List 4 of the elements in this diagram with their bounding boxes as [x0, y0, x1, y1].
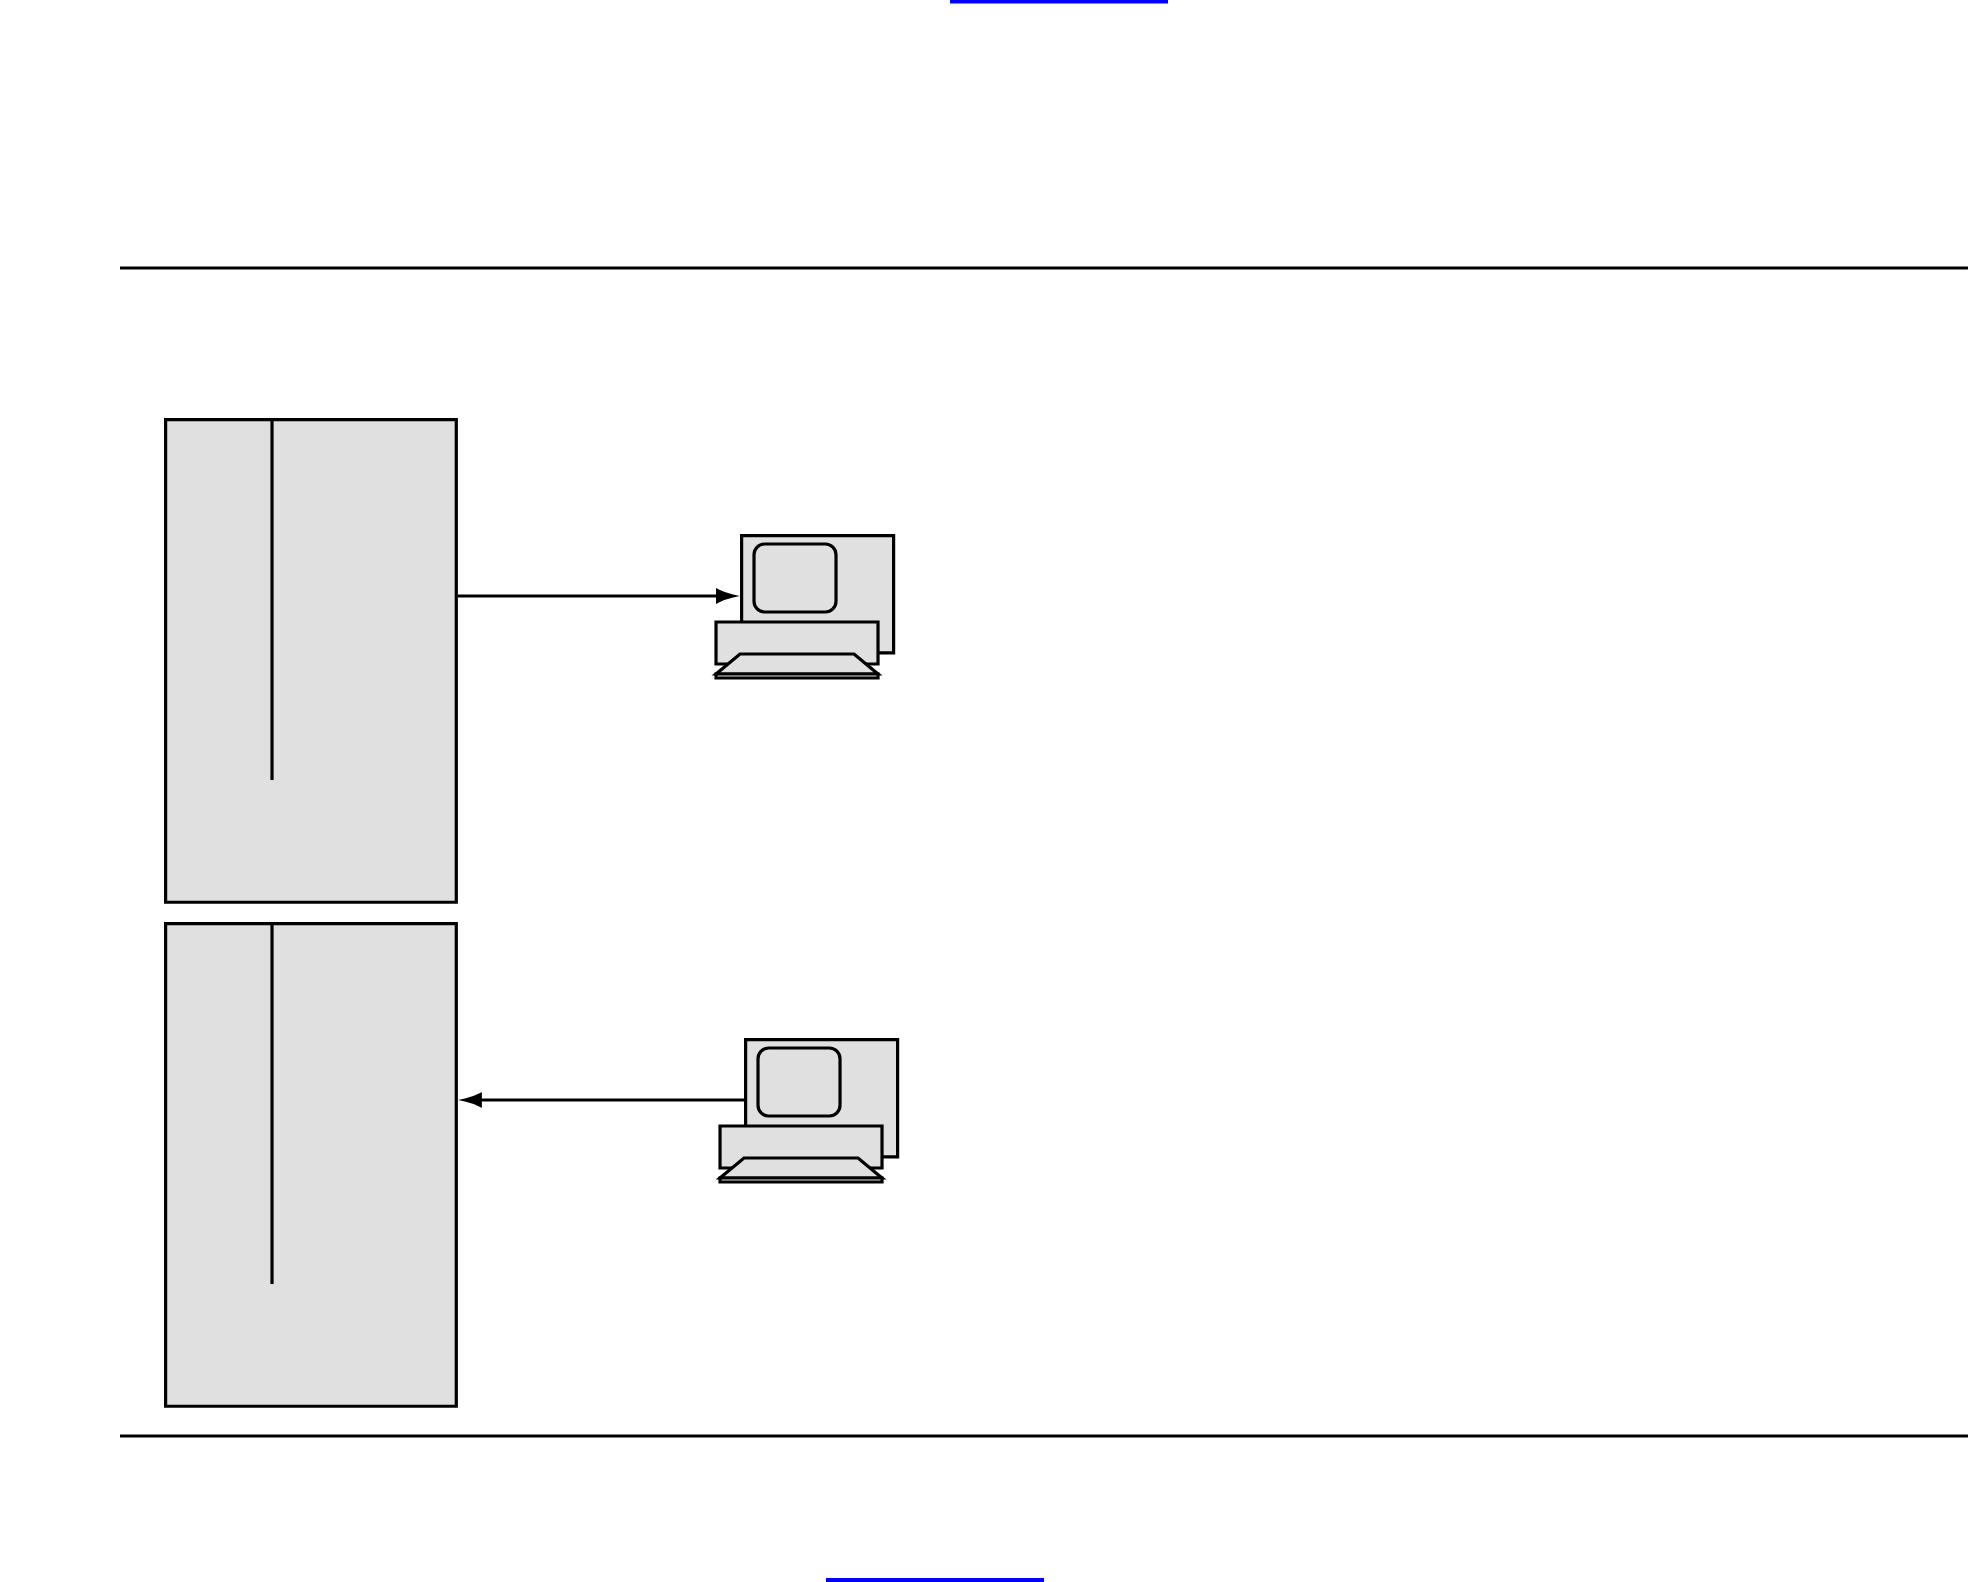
rack-box: [164, 418, 458, 904]
arrow: [463, 1093, 744, 1107]
rack-box: [164, 922, 458, 1408]
arrow: [457, 589, 735, 603]
